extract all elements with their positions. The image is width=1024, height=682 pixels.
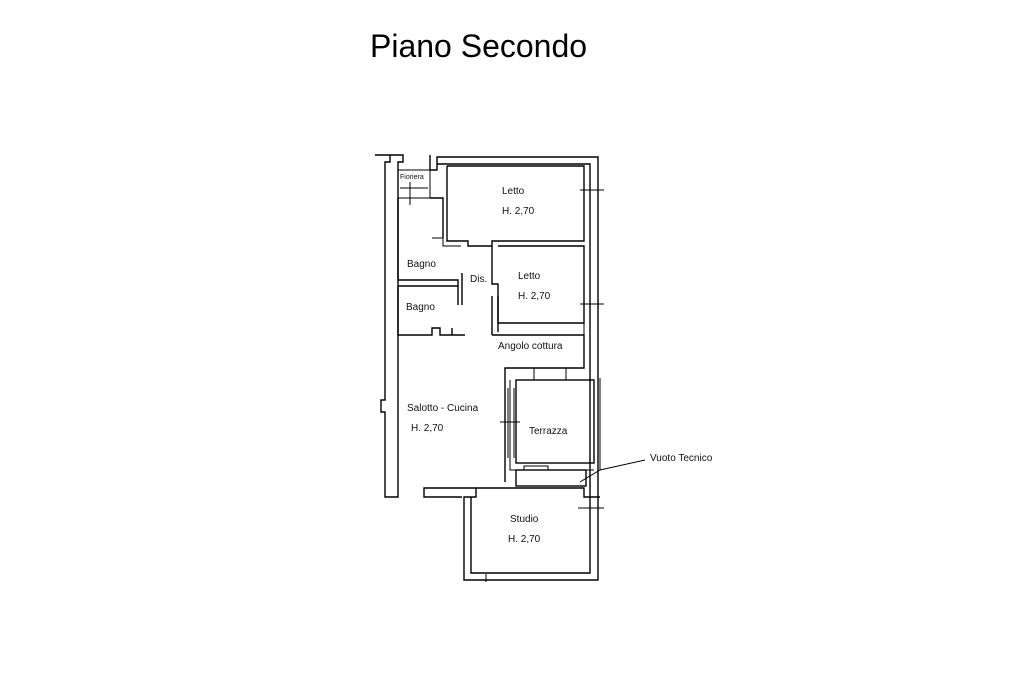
label-fioriera: Fioriera xyxy=(400,174,424,181)
room-studio xyxy=(476,487,604,582)
label-vuoto-tecnico: Vuoto Tecnico xyxy=(650,453,713,464)
label-letto-1-height: H. 2,70 xyxy=(502,206,535,217)
room-bagni xyxy=(397,197,499,336)
room-angolo-cottura xyxy=(492,323,585,482)
label-letto-1: Letto xyxy=(502,186,525,197)
vuoto-tecnico-area xyxy=(515,459,646,487)
label-bagno-1: Bagno xyxy=(407,259,436,270)
outer-walls xyxy=(375,154,599,581)
label-studio: Studio xyxy=(510,514,539,525)
label-letto-2: Letto xyxy=(518,271,541,282)
label-studio-height: H. 2,70 xyxy=(508,534,541,545)
label-bagno-2: Bagno xyxy=(406,302,435,313)
label-disimpegno: Dis. xyxy=(470,274,487,285)
label-salotto-cucina: Salotto - Cucina xyxy=(407,403,479,414)
fioriera-area xyxy=(397,169,431,205)
label-terrazza: Terrazza xyxy=(529,426,568,437)
label-salotto-height: H. 2,70 xyxy=(411,423,444,434)
label-angolo-cottura: Angolo cottura xyxy=(498,341,563,352)
label-letto-2-height: H. 2,70 xyxy=(518,291,551,302)
room-letto-2 xyxy=(491,245,604,324)
page-title: Piano Secondo xyxy=(370,28,588,64)
room-terrazza xyxy=(500,368,601,471)
